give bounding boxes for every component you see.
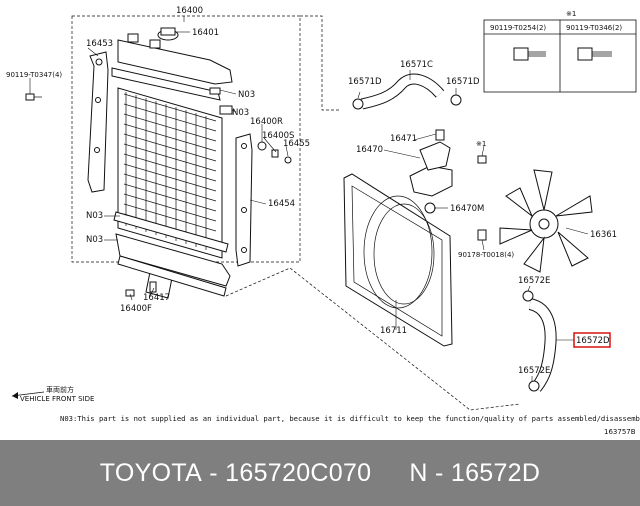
label-16572e-top: 16572E xyxy=(518,276,550,286)
label-16417: 16417 xyxy=(143,293,170,303)
label-16455: 16455 xyxy=(283,139,310,149)
hose-clamp-upper-left xyxy=(352,98,364,110)
radiator-cap xyxy=(157,27,179,41)
n03-note: N03:This part is not supplied as an indi… xyxy=(60,414,640,423)
label-16400s: 16400S xyxy=(262,131,294,141)
label-16454: 16454 xyxy=(268,199,295,209)
label-16401: 16401 xyxy=(192,28,219,38)
hose-clamp-upper-right xyxy=(450,94,462,106)
part-number-banner: TOYOTA - 165720C070 N - 16572D xyxy=(0,440,640,506)
radiator-group-outline xyxy=(71,15,301,263)
drain-cock xyxy=(125,281,157,297)
label-bolt-fan: 90178-T0018(4) xyxy=(458,251,514,259)
label-star1: ※1 xyxy=(476,140,486,148)
bolt-90178-t0018 xyxy=(477,229,487,241)
shroud-upper-16470 xyxy=(409,141,453,197)
seal-n03-top xyxy=(209,87,221,95)
label-16400: 16400 xyxy=(176,6,203,16)
label-n03-mid: N03 xyxy=(232,108,249,118)
leader-dash xyxy=(300,15,340,111)
bolt-star1 xyxy=(477,155,487,164)
label-16571d-left: 16571D xyxy=(348,77,382,87)
upper-gasket xyxy=(111,67,221,101)
reference-code: 163757B xyxy=(604,428,636,436)
banner-ref-number: 16572D xyxy=(450,458,541,487)
exploded-parts-diagram: 16400 16401 16453 90119-T0347(4) N03 N03… xyxy=(6,6,640,436)
lower-radiator-hose xyxy=(528,298,557,392)
label-bolt-left: 90119-T0347(4) xyxy=(6,71,62,79)
bolt-table-col1: 90119-T0254(2) xyxy=(490,24,546,32)
lower-seal xyxy=(117,255,227,297)
label-16471: 16471 xyxy=(390,134,417,144)
hose-clamp-lower-bottom xyxy=(528,380,540,392)
label-16572e-bottom: 16572E xyxy=(518,366,550,376)
banner-separator-1: - xyxy=(202,458,226,487)
side-bracket-right xyxy=(235,133,253,267)
banner-n-prefix: N xyxy=(409,458,428,487)
label-16571d-right: 16571D xyxy=(446,77,480,87)
label-16400r: 16400R xyxy=(250,117,283,127)
hose-clamp-lower-top xyxy=(522,290,534,302)
cooling-fan xyxy=(499,169,593,273)
side-bracket-left xyxy=(87,51,109,193)
upper-radiator-hose xyxy=(360,73,445,110)
front-arrow-en: VEHICLE FRONT SIDE xyxy=(20,395,94,403)
label-n03-top: N03 xyxy=(238,90,255,100)
banner-part-number: 165720C070 xyxy=(225,458,372,487)
fan-shroud xyxy=(343,173,453,347)
label-n03-a: N03 xyxy=(86,211,103,221)
label-16571c: 16571C xyxy=(400,60,433,70)
bolt-table-col2: 90119-T0346(2) xyxy=(566,24,622,32)
front-arrow-jp: 車両前方 xyxy=(46,385,74,394)
vehicle-front-arrow: 車両前方 VEHICLE FRONT SIDE xyxy=(11,385,94,403)
label-16711: 16711 xyxy=(380,326,407,336)
label-16572d: 16572D xyxy=(576,336,610,346)
radiator-core xyxy=(117,87,223,259)
label-n03-b: N03 xyxy=(86,235,103,245)
label-16470m: 16470M xyxy=(450,204,484,214)
bolt-90119-t0347 xyxy=(25,93,42,101)
banner-brand: TOYOTA xyxy=(99,458,203,487)
seal-n03-mid xyxy=(219,105,233,115)
grommet-16471 xyxy=(435,129,445,141)
radiator-upper-tank xyxy=(117,33,233,85)
highlighted-part-16572d: 16572D xyxy=(573,332,611,348)
label-16453: 16453 xyxy=(86,39,113,49)
small-parts-16400r-s xyxy=(257,141,292,164)
banner-separator-2: - xyxy=(427,458,451,487)
label-16400f: 16400F xyxy=(120,304,152,314)
label-16470: 16470 xyxy=(356,145,383,155)
clip-16470m xyxy=(424,202,436,214)
bolt-table xyxy=(483,19,637,93)
label-16361: 16361 xyxy=(590,230,617,240)
bolt-table-star: ※1 xyxy=(566,10,576,18)
lower-gasket xyxy=(113,211,229,253)
